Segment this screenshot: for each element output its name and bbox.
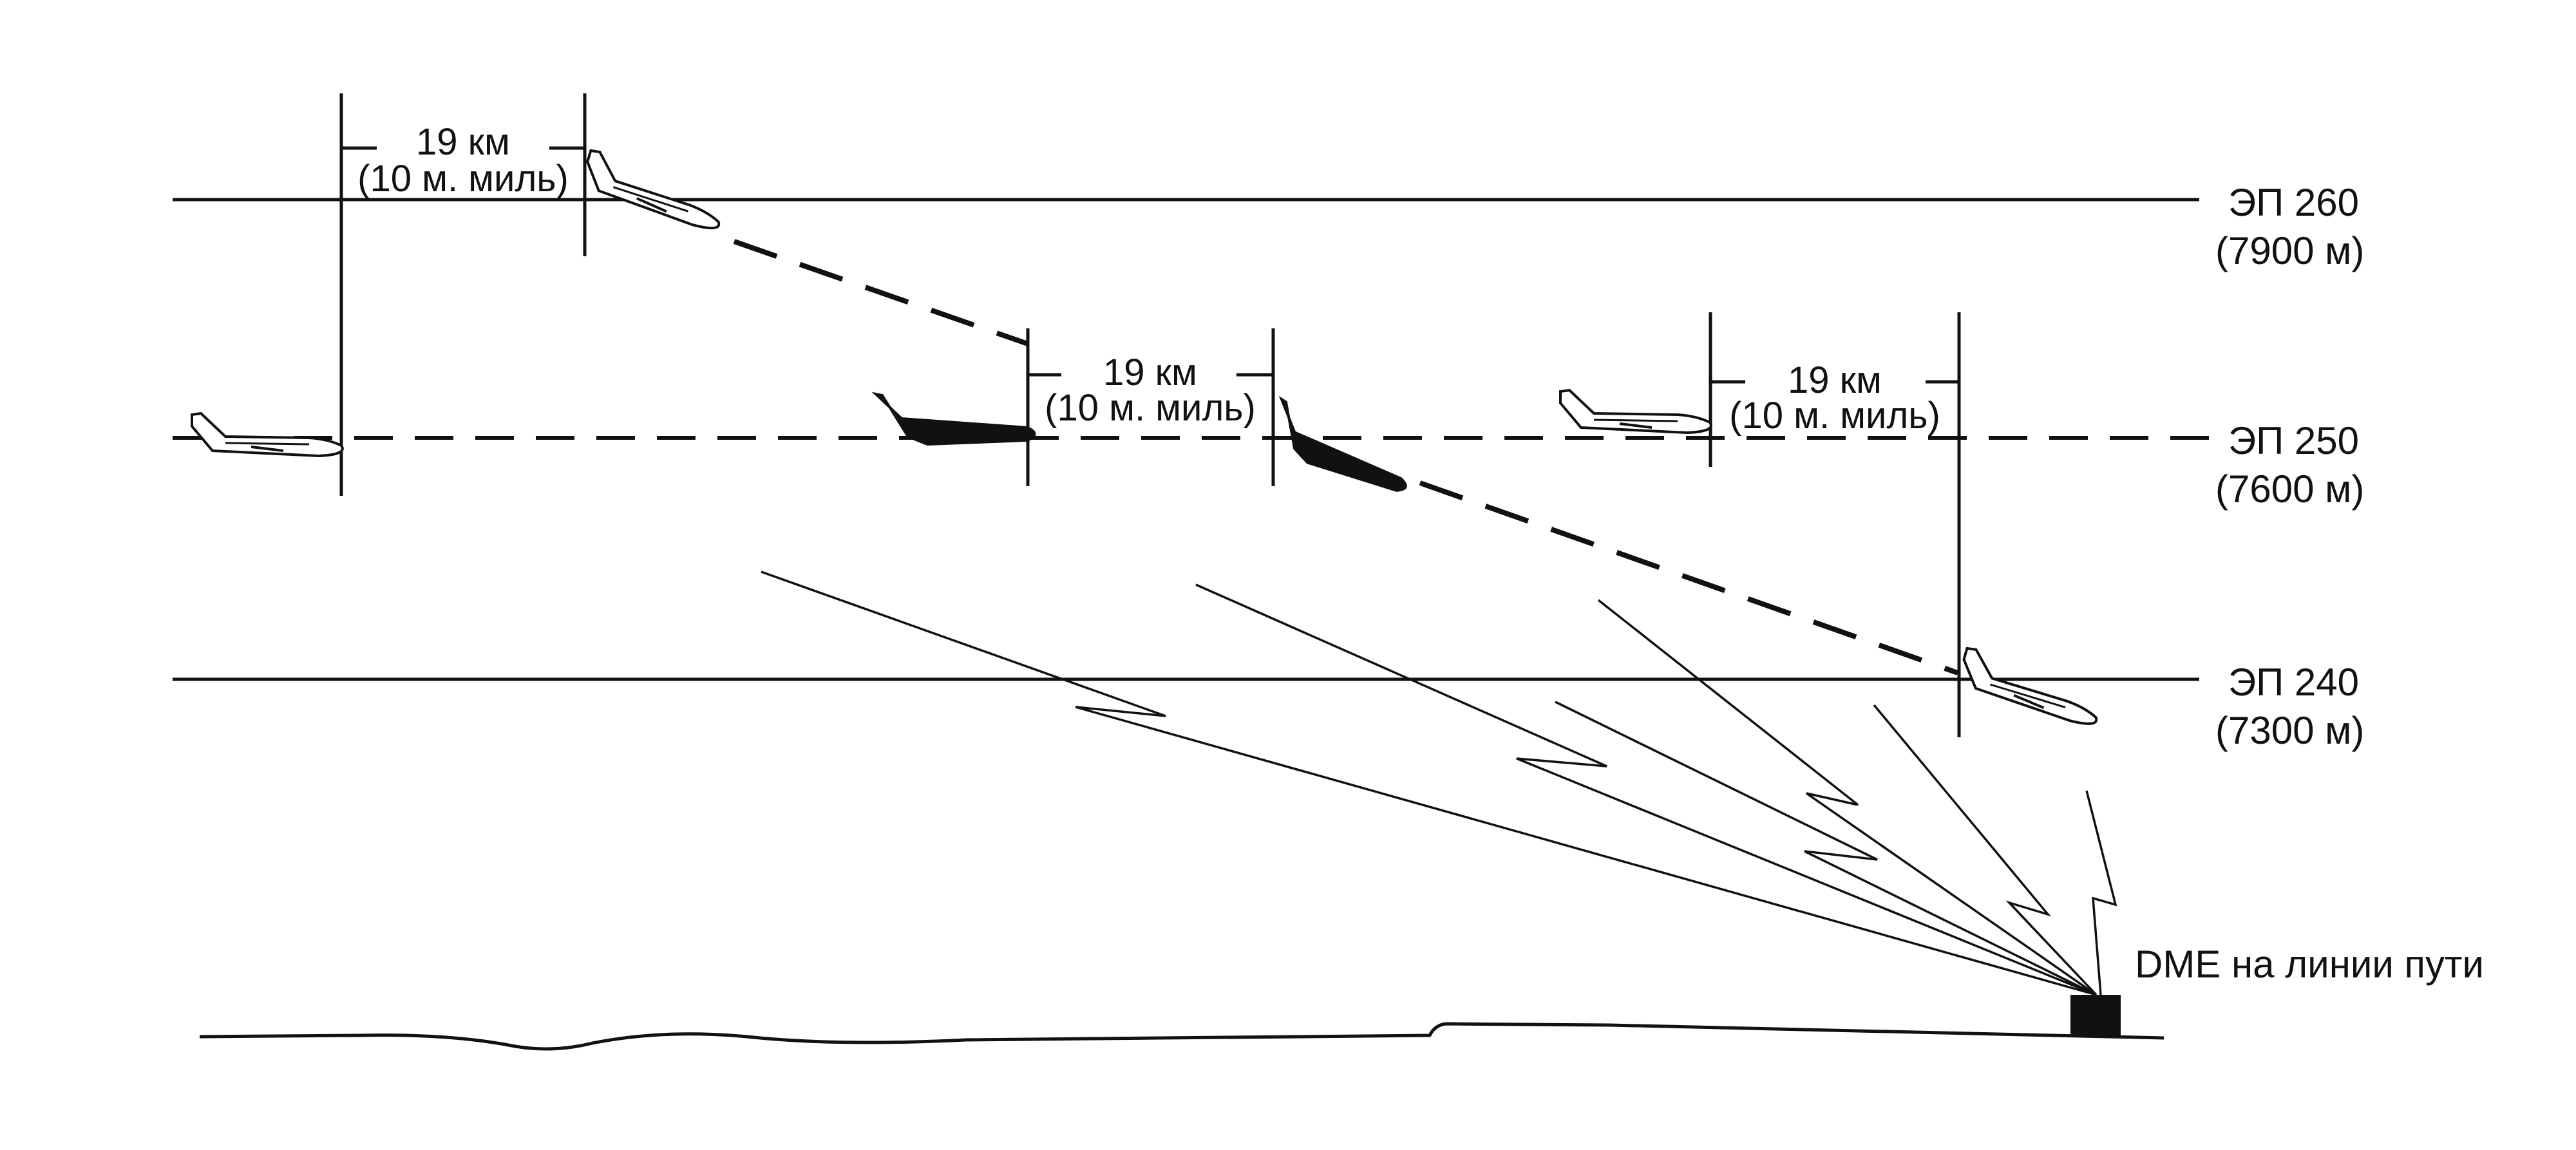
aircraft-icon [1559, 388, 1712, 435]
fl260-label: ЭП 260 [2228, 181, 2359, 224]
dme-signal-ray-4 [1597, 599, 2097, 996]
aircraft-icon [871, 391, 1036, 446]
aircraft-icon [1962, 646, 2098, 725]
separation-nm-1: (10 м. миль) [357, 158, 569, 200]
dme-signal-ray-2 [1195, 583, 2097, 996]
fl260-meters: (7900 м) [2215, 229, 2364, 272]
fl250-label: ЭП 250 [2228, 419, 2359, 462]
dme-signal-ray-5 [1873, 704, 2098, 996]
ground-profile [199, 1022, 2164, 1051]
dme-signal-ray-6 [2085, 790, 2117, 995]
aircraft-icon [586, 149, 721, 230]
separation-bracket-3: 19 км (10 м. миль) [1710, 359, 1959, 437]
fl250-meters: (7600 м) [2215, 467, 2364, 511]
fl240-meters: (7300 м) [2215, 709, 2364, 752]
aircraft-icon [191, 411, 344, 458]
descent-path-upper [733, 239, 1029, 346]
dme-signal-ray-1 [761, 570, 2097, 996]
separation-nm-2: (10 м. миль) [1045, 387, 1256, 429]
separation-km-1: 19 км [416, 121, 510, 163]
descent-path-lower [1419, 480, 1959, 675]
separation-km-3: 19 км [1788, 359, 1882, 401]
aircraft-icon [1278, 395, 1407, 492]
dme-station [2070, 995, 2121, 1037]
separation-bracket-1: 19 км (10 м. миль) [341, 121, 585, 200]
dme-label: DME на линии пути [2135, 943, 2484, 986]
fl240-label: ЭП 240 [2228, 661, 2359, 704]
separation-bracket-2: 19 км (10 м. миль) [1028, 352, 1273, 429]
separation-km-2: 19 км [1103, 352, 1197, 393]
separation-nm-3: (10 м. миль) [1729, 395, 1940, 437]
dme-signal-ray-3 [1555, 701, 2097, 996]
